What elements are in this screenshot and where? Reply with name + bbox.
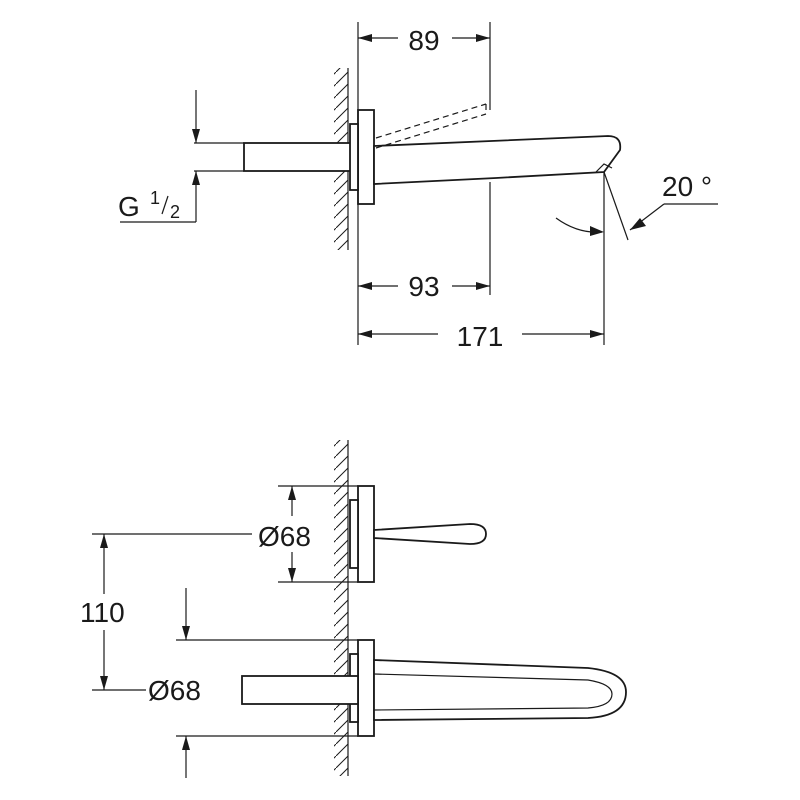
- diameter-upper-label: Ø68: [258, 521, 311, 552]
- spout-body: [373, 135, 622, 185]
- dimension-171: 171: [358, 321, 604, 352]
- wall-section-bottom: [334, 440, 349, 776]
- front-view: Ø68 110 Ø68: [80, 440, 627, 778]
- thread-numerator-label: 1: [150, 188, 160, 208]
- thread-size: G 1 2: [118, 90, 244, 223]
- supply-pipe-front: [241, 675, 359, 705]
- dimension-89: 89: [358, 25, 490, 56]
- angle-20: 20 °: [555, 171, 718, 241]
- spout-outlet: [595, 163, 613, 173]
- handle-lever: [373, 523, 487, 545]
- diameter-lower: Ø68: [148, 588, 358, 778]
- dimension-171-label: 171: [457, 321, 504, 352]
- diameter-lower-label: Ø68: [148, 675, 201, 706]
- handle-plate: [349, 485, 375, 583]
- thread-prefix-label: G: [118, 191, 140, 222]
- dimension-93: 93: [358, 271, 490, 302]
- dimension-93-label: 93: [408, 271, 439, 302]
- dimension-89-label: 89: [408, 25, 439, 56]
- diameter-upper: Ø68: [258, 485, 358, 583]
- spout-inner-outline: [373, 673, 613, 711]
- angle-20-label: 20 °: [662, 171, 712, 202]
- side-view: 89 93 171 20 °: [118, 22, 718, 352]
- wall-plate: [349, 109, 375, 205]
- spacing-110-label: 110: [80, 597, 125, 628]
- thread-denominator-label: 2: [170, 202, 180, 222]
- supply-pipe: [243, 142, 359, 172]
- spacing-110: 110: [80, 533, 252, 691]
- spout-adjust-outline: [375, 103, 487, 149]
- spout-top-view: [373, 659, 627, 721]
